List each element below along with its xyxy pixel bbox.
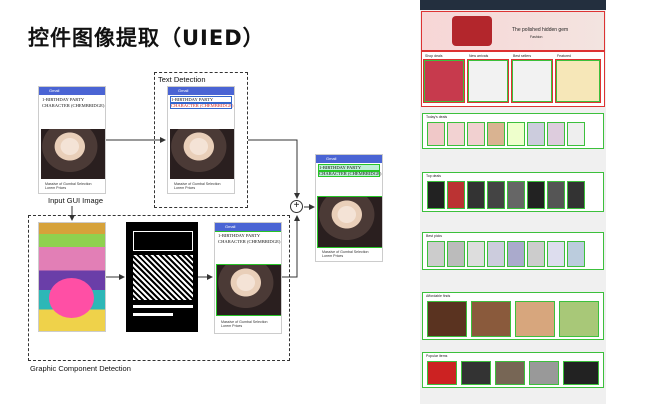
text-detection-image: Gmail 1-BIRTHDAY PARTY CHARACTER (CHEMBR… <box>167 86 235 194</box>
text-line-2: CHARACTER (CHEMBRIDGE) <box>170 101 234 110</box>
result-gui-image: Gmail 1-BIRTHDAY PARTY CHARACTER (CHEMBR… <box>315 154 383 262</box>
flow-arrows <box>69 137 315 280</box>
text-block: 1-BIRTHDAY PARTY CHARACTER (CHEMBRIDGE) <box>42 97 105 108</box>
colored-segmentation-image <box>38 222 106 332</box>
component-detection-image: Gmail 1-BIRTHDAY PARTY CHARACTER (CHEMBR… <box>214 222 282 334</box>
input-gui-image: Gmail 1-BIRTHDAY PARTY CHARACTER (CHEMBR… <box>38 86 106 194</box>
binary-edge-image <box>126 222 198 332</box>
graphic-detection-box <box>28 215 290 361</box>
text-detection-label: Text Detection <box>158 75 206 84</box>
input-label: Input GUI Image <box>48 196 104 205</box>
banner: The polished hidden gem Fashion <box>421 11 605 51</box>
photo <box>170 129 234 179</box>
shopping-page-example: The polished hidden gem Fashion Shop dea… <box>420 0 606 404</box>
top-deals-section: Top deals <box>422 172 604 212</box>
merge-plus-icon: + <box>290 200 303 213</box>
photo <box>216 264 281 316</box>
best-picks-section: Best picks <box>422 232 604 270</box>
category-row: Shop deals New arrivals Best sellers Fea… <box>421 51 605 107</box>
slide-title: 控件图像提取（UIED） <box>28 26 265 50</box>
text-line-1: 1-BIRTHDAY PARTY <box>170 96 232 104</box>
affordable-section: Affordable finds <box>422 292 604 340</box>
graphic-detection-label: Graphic Component Detection <box>30 364 131 373</box>
deals-section: Today's deals <box>422 113 604 149</box>
photo <box>41 129 105 179</box>
app-bar: Gmail <box>39 87 105 95</box>
popular-section: Popular items <box>422 352 604 388</box>
